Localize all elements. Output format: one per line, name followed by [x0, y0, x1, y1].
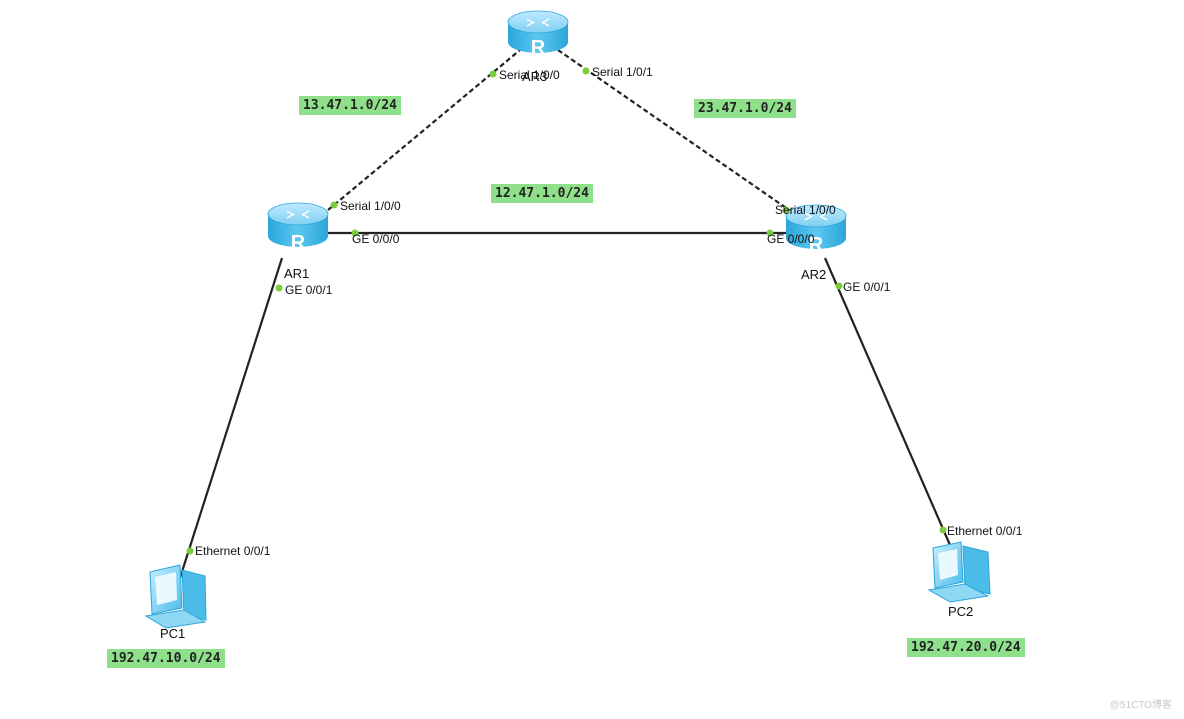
network-label-ar1-ar2: 12.47.1.0/24 [491, 184, 593, 203]
router-ar1-icon[interactable]: R [267, 202, 329, 254]
port-dot-pc2-eth [939, 526, 947, 534]
port-label-ar2-serial: Serial 1/0/0 [775, 203, 836, 217]
port-label-pc1-eth: Ethernet 0/0/1 [195, 544, 271, 558]
pc1-icon[interactable] [144, 564, 207, 629]
device-label-pc1: PC1 [160, 626, 186, 641]
port-label-ar1-ge000: GE 0/0/0 [352, 232, 400, 246]
port-dot-ar1-ge000 [351, 229, 359, 237]
device-label-pc2: PC2 [948, 604, 974, 619]
port-dot-pc1-eth [186, 547, 194, 555]
port-label-ar1-serial: Serial 1/0/0 [340, 199, 401, 213]
router-ar3-icon[interactable]: R [507, 10, 569, 59]
device-label-ar2: AR2 [801, 267, 827, 282]
port-dot-ar2-serial [782, 206, 790, 214]
port-dots [186, 67, 947, 555]
router-ar2-icon[interactable]: R [785, 204, 847, 256]
port-dot-ar1-serial [330, 201, 338, 209]
port-label-pc2-eth: Ethernet 0/0/1 [947, 524, 1023, 538]
network-label-pc1-lan: 192.47.10.0/24 [107, 649, 225, 668]
port-dot-ar3-s101 [582, 67, 590, 75]
watermark: @51CTO博客 [1109, 700, 1172, 711]
port-dot-ar2-ge001 [835, 282, 843, 290]
device-label-ar1: AR1 [284, 266, 310, 281]
port-label-ar3-serial101: Serial 1/0/1 [592, 65, 653, 79]
network-label-ar1-ar3: 13.47.1.0/24 [299, 96, 401, 115]
svg-text:R: R [291, 232, 306, 254]
port-dot-ar2-ge000 [766, 229, 774, 237]
port-label-ar3-serial100: Serial 1/0/0 [499, 68, 560, 82]
port-label-ar1-ge001: GE 0/0/1 [285, 283, 333, 297]
network-label-ar2-ar3: 23.47.1.0/24 [694, 99, 796, 118]
svg-text:R: R [809, 234, 824, 256]
device-label-ar3: AR3 [522, 69, 548, 84]
link-ar1-ar3[interactable] [327, 49, 521, 211]
port-dot-ar3-s100 [489, 70, 497, 78]
port-label-ar2-ge001: GE 0/0/1 [843, 280, 891, 294]
pc2-icon[interactable] [927, 541, 991, 603]
svg-text:R: R [531, 37, 546, 59]
network-label-pc2-lan: 192.47.20.0/24 [907, 638, 1025, 657]
port-label-ar2-ge000: GE 0/0/0 [767, 232, 815, 246]
link-ar1-pc1[interactable] [178, 257, 284, 579]
port-dot-ar1-ge001 [275, 284, 283, 292]
link-ar2-pc2[interactable] [823, 257, 952, 546]
